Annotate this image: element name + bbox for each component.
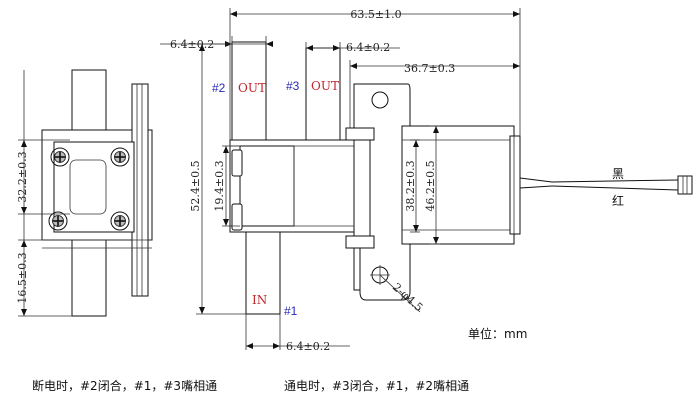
front-view: 黑 红 #2 OUT #3 OUT IN #1 63.5±1.0 6.4±0.2… xyxy=(160,8,693,353)
screw-icon xyxy=(48,211,68,231)
body-height-dim: 19.4±0.3 xyxy=(213,160,226,211)
side-inner-recess xyxy=(69,159,107,215)
note-power-on: 通电时，#3闭合，#1，#2嘴相通 xyxy=(284,378,469,393)
lead-wires xyxy=(519,175,693,195)
coil-outer-height-dim: 46.2±0.5 xyxy=(424,160,437,211)
bracket-tab-top xyxy=(345,127,375,141)
bracket-tab-bottom xyxy=(345,235,375,249)
coil-inner-height-dim: 38.2±0.3 xyxy=(404,160,417,211)
wire-red-label: 红 xyxy=(612,193,624,208)
screw-icon xyxy=(110,147,130,167)
port-1-label: IN xyxy=(252,293,267,307)
valve-body-block xyxy=(239,145,295,227)
side-view: 32.2±0.3 16.5±0.3 xyxy=(16,69,153,317)
total-length-dim: 63.5±1.0 xyxy=(350,8,401,21)
port-2-label: OUT xyxy=(238,81,266,95)
note-power-off: 断电时，#2闭合，#1，#3嘴相通 xyxy=(32,378,217,393)
side-height-dim: 32.2±0.3 xyxy=(16,151,29,202)
solenoid-coil xyxy=(401,125,515,245)
port-3-label: OUT xyxy=(311,79,339,93)
port-1-tube xyxy=(245,231,281,315)
wire-black-label: 黑 xyxy=(612,167,624,181)
coil-length-dim: 36.7±0.3 xyxy=(404,62,455,75)
overall-height-dim: 52.4±0.5 xyxy=(189,160,202,211)
port-2-width-dim: 6.4±0.2 xyxy=(170,38,214,51)
port-1-id: #1 xyxy=(284,304,298,318)
side-offset-dim: 16.5±0.3 xyxy=(16,252,29,303)
connector-icon xyxy=(677,175,693,195)
screw-icon xyxy=(50,147,70,167)
port-2-id: #2 xyxy=(212,81,226,95)
unit-label: 单位：mm xyxy=(468,326,527,341)
coil-end-cap xyxy=(509,135,521,235)
screw-icon xyxy=(110,211,130,231)
port-3-width-dim: 6.4±0.2 xyxy=(346,41,390,54)
port-1-width-dim: 6.4±0.2 xyxy=(286,340,330,353)
port-3-tube xyxy=(305,47,341,143)
port-3-id: #3 xyxy=(286,79,300,93)
mounting-hole-icon xyxy=(371,91,389,109)
port-2-tube xyxy=(231,41,267,143)
